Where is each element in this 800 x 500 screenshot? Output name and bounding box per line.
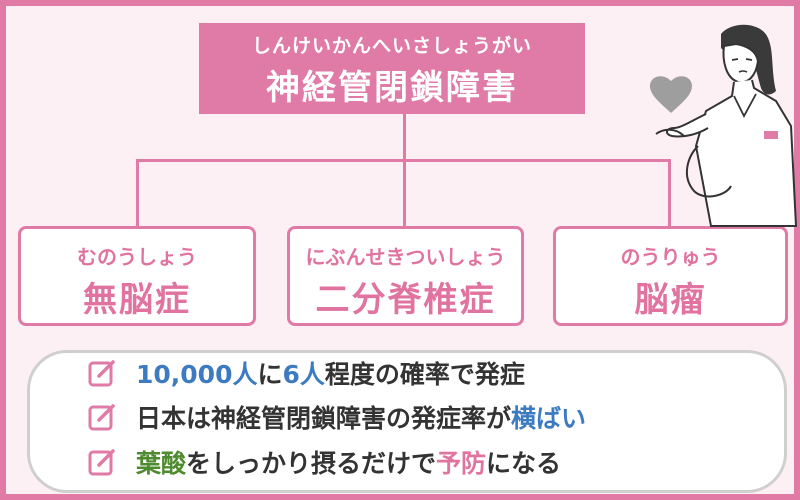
- child-node-anencephaly: むのうしょう 無脳症: [18, 226, 256, 326]
- fact-text: 葉酸をしっかり摂るだけで予防になる: [136, 444, 561, 480]
- fact-highlight: 10,000人: [136, 360, 258, 389]
- fact-text-part: になる: [486, 449, 562, 478]
- child-node-ruby: むのうしょう: [77, 245, 197, 269]
- checkbox-pencil-icon: [88, 360, 115, 387]
- child-node-encephalocele: のうりゅう 脳瘤: [553, 226, 788, 326]
- heart-icon: [650, 76, 692, 113]
- fact-text: 日本は神経管閉鎖障害の発症率が横ばい: [136, 399, 586, 435]
- fact-text-part: に: [257, 360, 283, 389]
- fact-text-part: 日本は神経管閉鎖障害の発症率が: [136, 404, 512, 433]
- connector-middle: [403, 159, 406, 226]
- fact-row: 10,000人に6人程度の確率で発症: [88, 355, 525, 391]
- child-node-title: 脳瘤: [634, 280, 707, 320]
- connector-trunk: [403, 114, 406, 161]
- fact-row: 日本は神経管閉鎖障害の発症率が横ばい: [88, 399, 586, 435]
- root-node-title: 神経管閉鎖障害: [266, 68, 518, 108]
- checkbox-pencil-icon: [88, 404, 115, 431]
- child-node-ruby: のうりゅう: [620, 245, 721, 269]
- checkbox-pencil-icon: [88, 449, 115, 476]
- connector-right: [668, 159, 671, 226]
- child-node-ruby: にぶんせきついしょう: [305, 245, 506, 269]
- root-node: しんけいかんへいさしょうがい 神経管閉鎖障害: [199, 23, 585, 114]
- fact-text-part: をしっかり摂るだけで: [186, 449, 437, 478]
- fact-highlight: 予防: [436, 449, 487, 478]
- root-node-ruby: しんけいかんへいさしょうがい: [251, 35, 532, 57]
- facts-panel: [27, 350, 787, 493]
- fact-row: 葉酸をしっかり摂るだけで予防になる: [88, 444, 561, 480]
- fact-highlight: 葉酸: [136, 449, 187, 478]
- child-node-title: 二分脊椎症: [315, 280, 496, 320]
- fact-highlight: 6人: [282, 360, 325, 389]
- fact-text-part: 程度の確率で発症: [324, 360, 525, 389]
- child-node-title: 無脳症: [83, 280, 191, 320]
- nurse-with-heart-icon: [650, 24, 798, 227]
- fact-highlight: 横ばい: [511, 404, 587, 433]
- connector-left: [136, 159, 139, 226]
- child-node-spina-bifida: にぶんせきついしょう 二分脊椎症: [287, 226, 524, 326]
- fact-text: 10,000人に6人程度の確率で発症: [136, 355, 525, 391]
